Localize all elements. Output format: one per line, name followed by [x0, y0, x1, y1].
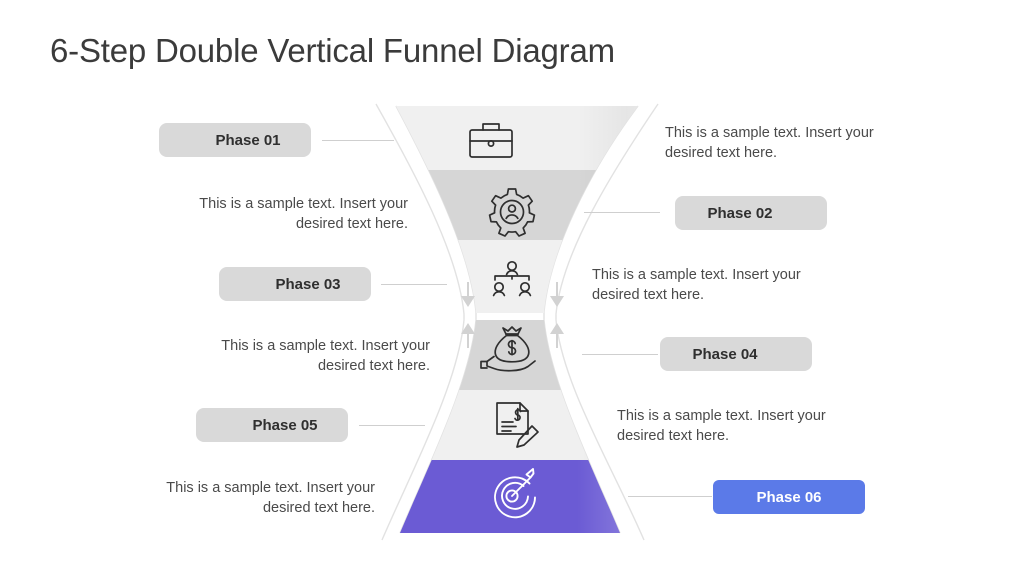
connector-phase-03	[381, 284, 447, 285]
connector-phase-01	[322, 140, 394, 141]
phase-label-text: Phase 04	[692, 345, 758, 363]
phase-label-text: Phase 06	[756, 488, 822, 506]
org-chart-people-icon	[492, 260, 532, 297]
funnel-band-1	[396, 106, 638, 170]
connector-phase-05	[359, 425, 425, 426]
target-arrow-icon	[494, 468, 536, 519]
phase-description-phase-02: This is a sample text. Insert your desir…	[199, 196, 408, 232]
funnel-outline-curves	[375, 103, 659, 541]
phase-label-phase-04[interactable]: Phase 04	[660, 337, 812, 371]
phase-description-phase-01: This is a sample text. Insert your desir…	[665, 125, 874, 161]
phase-label-phase-03[interactable]: Phase 03	[219, 267, 371, 301]
flow-direction-arrows	[461, 282, 564, 348]
phase-label-text: Phase 02	[707, 204, 773, 222]
phase-label-phase-05[interactable]: Phase 05	[196, 408, 348, 442]
page-title: 6-Step Double Vertical Funnel Diagram	[50, 32, 615, 69]
up-arrow-left	[461, 323, 475, 348]
phase-label-phase-01[interactable]: Phase 01	[159, 123, 311, 157]
connector-phase-02	[584, 212, 660, 213]
phase-description-phase-06: This is a sample text. Insert your desir…	[166, 480, 375, 516]
phase-description-phase-04: This is a sample text. Insert your desir…	[221, 338, 430, 374]
briefcase-icon	[469, 123, 513, 158]
phase-label-phase-02[interactable]: Phase 02	[675, 196, 827, 230]
funnel-segment-bands	[396, 106, 638, 533]
up-arrow-right	[550, 323, 564, 348]
gear-user-icon	[488, 188, 536, 237]
money-bag-hand-icon	[480, 326, 536, 372]
phase-label-text: Phase 05	[252, 416, 318, 434]
phase-description-phase-03: This is a sample text. Insert your desir…	[592, 267, 801, 303]
connector-phase-06	[628, 496, 712, 497]
connector-phase-04	[582, 354, 658, 355]
invoice-pen-icon	[496, 402, 539, 448]
phase-label-phase-06[interactable]: Phase 06	[713, 480, 865, 514]
phase-description-phase-05: This is a sample text. Insert your desir…	[617, 408, 826, 444]
down-arrow-right	[550, 282, 564, 307]
down-arrow-left	[461, 282, 475, 307]
funnel-band-6	[396, 460, 638, 533]
phase-label-text: Phase 01	[215, 131, 281, 149]
phase-label-text: Phase 03	[275, 275, 341, 293]
